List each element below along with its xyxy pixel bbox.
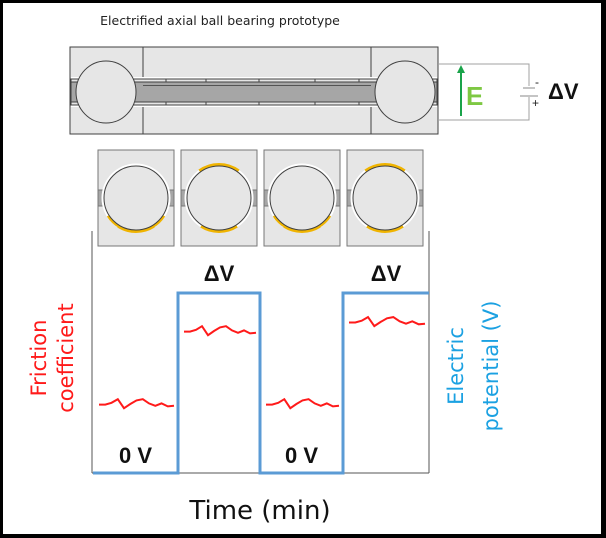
raceway-washer [70, 81, 438, 103]
tribofilm-top [364, 163, 406, 173]
friction-series [99, 315, 426, 410]
ball [103, 165, 169, 231]
potential-step-line [93, 291, 429, 475]
friction-segment [266, 397, 340, 410]
electric-field-arrowhead-icon [457, 65, 465, 73]
friction-segment [349, 315, 426, 328]
ball-panel [180, 149, 258, 247]
ball-panel [263, 149, 341, 247]
segment-label: ΔV [204, 261, 235, 286]
segment-label: 0 V [119, 443, 152, 468]
terminal-minus-label: - [535, 75, 539, 89]
tribofilm-bottom-wide [272, 214, 332, 233]
tribofilm-top [198, 163, 240, 173]
ball [352, 165, 418, 231]
ball [186, 165, 252, 231]
ball-panel [346, 149, 424, 247]
tribofilm-bottom [200, 224, 238, 233]
segment-label: 0 V [285, 443, 318, 468]
right-axis-label-line1: Electric [444, 327, 468, 405]
cage-marks [165, 79, 360, 105]
left-ball [75, 60, 137, 124]
right-axis-label-line2: potential (V) [479, 301, 503, 432]
figure-canvas: Electrified axial ball bearing prototype… [3, 3, 601, 534]
ball-state-panels [97, 149, 424, 247]
electric-field-label: E [466, 81, 483, 111]
applied-voltage-label: ΔV [548, 79, 579, 104]
tribofilm-bottom [366, 224, 404, 233]
left-axis-label-line1: Friction [27, 320, 51, 397]
x-axis-label: Time (min) [188, 496, 330, 526]
tribofilm-bottom-wide [106, 214, 166, 233]
segment-label: ΔV [371, 261, 402, 286]
ball-panel [97, 149, 175, 247]
friction-potential-chart: 0 V ΔV 0 V ΔV Friction coefficient Electric… [27, 231, 503, 526]
friction-segment [184, 324, 257, 337]
ball [269, 165, 335, 231]
diagram-title: Electrified axial ball bearing prototype [100, 13, 340, 28]
figure-svg: Electrified axial ball bearing prototype… [27, 13, 579, 526]
right-ball [374, 60, 436, 124]
left-axis-label-line2: coefficient [54, 303, 78, 412]
terminal-plus-label: + [532, 96, 539, 110]
friction-segment [99, 397, 175, 410]
segment-labels: 0 V ΔV 0 V ΔV [119, 261, 402, 468]
circuit: - + ΔV E [438, 63, 579, 121]
washer-edge [143, 85, 371, 86]
circuit-wire-bottom [438, 97, 530, 121]
circuit-wire-top [438, 63, 530, 86]
bearing-prototype [69, 46, 439, 135]
